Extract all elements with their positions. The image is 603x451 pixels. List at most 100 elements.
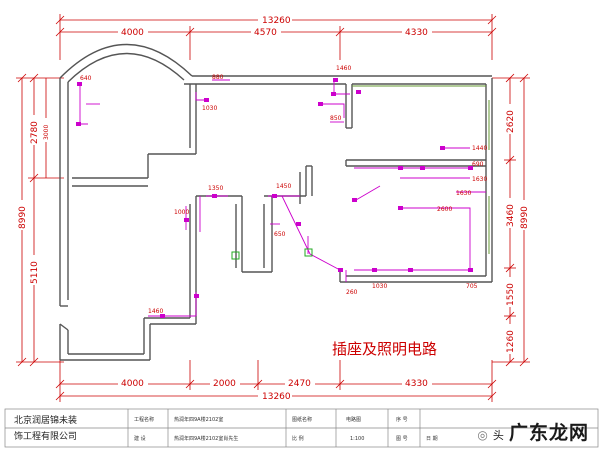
sequence-label: 序 号 (396, 416, 408, 423)
outlet-marker (204, 98, 209, 102)
annotation: 880 (212, 74, 224, 81)
top-segment-2: 4570 (254, 28, 277, 38)
left-inner-bg (40, 118, 51, 142)
left-segment-1: 2780 (30, 121, 40, 144)
right-total-bg (518, 200, 529, 230)
outlet-marker (318, 102, 323, 106)
walls (59, 43, 493, 361)
light-fixture-icon (231, 251, 240, 260)
annotation: 705 (466, 283, 478, 290)
drawing-title: 插座及照明电路 (332, 340, 437, 358)
light-fixtures (231, 248, 313, 260)
wiring-circuits (79, 79, 486, 317)
annotation: 1030 (372, 283, 387, 290)
watermark: ◎ 头 广东龙网 (477, 418, 589, 445)
bottom-total-bg (258, 390, 292, 401)
outlet-marker (468, 166, 473, 170)
outlet-marker (333, 78, 338, 82)
scale-label: 比 例 (292, 435, 304, 442)
left-dimension-texts: 8990 2780 5110 3000 (16, 115, 51, 285)
bottom-segment-4: 4330 (405, 379, 428, 389)
outlet-marker (184, 218, 189, 222)
annotation: 1460 (148, 308, 163, 315)
annotation: 260 (346, 289, 358, 296)
title-block (4, 408, 599, 448)
annotation: 640 (80, 75, 92, 82)
annotation: 1350 (208, 185, 223, 192)
annotation: 690 (472, 161, 484, 168)
outlet-marker (420, 166, 425, 170)
outlet-markers (76, 78, 473, 318)
left-seg1-bg (28, 115, 39, 145)
bottom-segment-1: 4000 (121, 379, 144, 389)
bottom-seg4-bg (402, 377, 432, 388)
light-fixture-icon (304, 248, 313, 257)
right-dimension-texts: 2620 3460 1550 1260 8990 (504, 104, 530, 354)
outlet-marker (194, 294, 199, 298)
right-total-dimension: 8990 (520, 206, 530, 229)
left-inner-dimension: 3000 (43, 125, 50, 140)
right-seg2-bg (504, 198, 515, 228)
bottom-seg3-bg (285, 377, 315, 388)
drawing-name-value: 电路图 (346, 416, 361, 423)
top-total-bg (258, 14, 292, 25)
annotation-labels: 640 880 1460 850 1440 690 1630 2600 1450… (80, 65, 487, 315)
outlet-marker (331, 92, 336, 96)
right-seg1-bg (504, 104, 515, 134)
right-segment-4: 1260 (506, 330, 516, 353)
windows (352, 85, 490, 254)
annotation: 1630 (456, 190, 471, 197)
annotation: 1450 (276, 183, 291, 190)
date-label: 日 期 (426, 436, 438, 442)
top-segment-1: 4000 (121, 28, 144, 38)
top-seg2-bg (251, 27, 281, 37)
outlet-marker (468, 268, 473, 272)
annotation: 1000 (174, 209, 189, 216)
client-label: 建 设 (134, 435, 146, 442)
outlet-marker (160, 314, 165, 318)
annotation: 1030 (202, 105, 217, 112)
annotation: 2600 (437, 206, 452, 213)
drawing-name-label: 图纸名称 (292, 416, 312, 423)
annotation: 650 (274, 231, 286, 238)
outlet-marker (272, 194, 277, 198)
watermark-small: 头 (492, 429, 504, 442)
outlet-marker (372, 268, 377, 272)
top-seg3-bg (402, 27, 432, 37)
outlet-marker (296, 222, 301, 226)
outlet-marker (212, 194, 217, 198)
annotation: 1630 (472, 176, 487, 183)
left-segment-2: 5110 (30, 261, 40, 284)
left-total-bg (16, 200, 27, 230)
right-seg3-bg (504, 277, 515, 307)
project-value: 热润年四9A楼2102室 (174, 416, 223, 423)
outlet-marker (440, 146, 445, 150)
project-label: 工程名称 (134, 416, 154, 423)
watermark-text: 广东龙网 (508, 422, 589, 444)
annotation: 850 (330, 115, 342, 122)
outlet-marker (398, 206, 403, 210)
right-seg4-bg (504, 324, 515, 354)
firm-name-line2: 饰工程有限公司 (14, 430, 77, 442)
firm-name-line1: 北京润居锦未装 (14, 414, 77, 426)
outlet-marker (338, 268, 343, 272)
annotation: 1460 (336, 65, 351, 72)
outlet-marker (398, 166, 403, 170)
title-block-text: 北京润居锦未装 饰工程有限公司 工程名称 热润年四9A楼2102室 建 设 热润… (14, 414, 438, 442)
outlet-marker (77, 82, 82, 86)
left-total-dimension: 8990 (18, 206, 28, 229)
outlet-marker (356, 90, 361, 94)
watermark-icon: ◎ (477, 428, 488, 442)
outlet-marker (352, 198, 357, 202)
outlet-marker (408, 268, 413, 272)
bottom-segment-2: 2000 (213, 379, 236, 389)
left-seg2-bg (28, 255, 39, 285)
right-segment-1: 2620 (506, 110, 516, 133)
bottom-segment-3: 2470 (288, 379, 311, 389)
outlet-marker (76, 122, 81, 126)
top-seg1-bg (118, 27, 148, 37)
right-segment-3: 1550 (506, 283, 516, 306)
client-value: 热润年四9A楼2102室肖先生 (174, 435, 238, 442)
